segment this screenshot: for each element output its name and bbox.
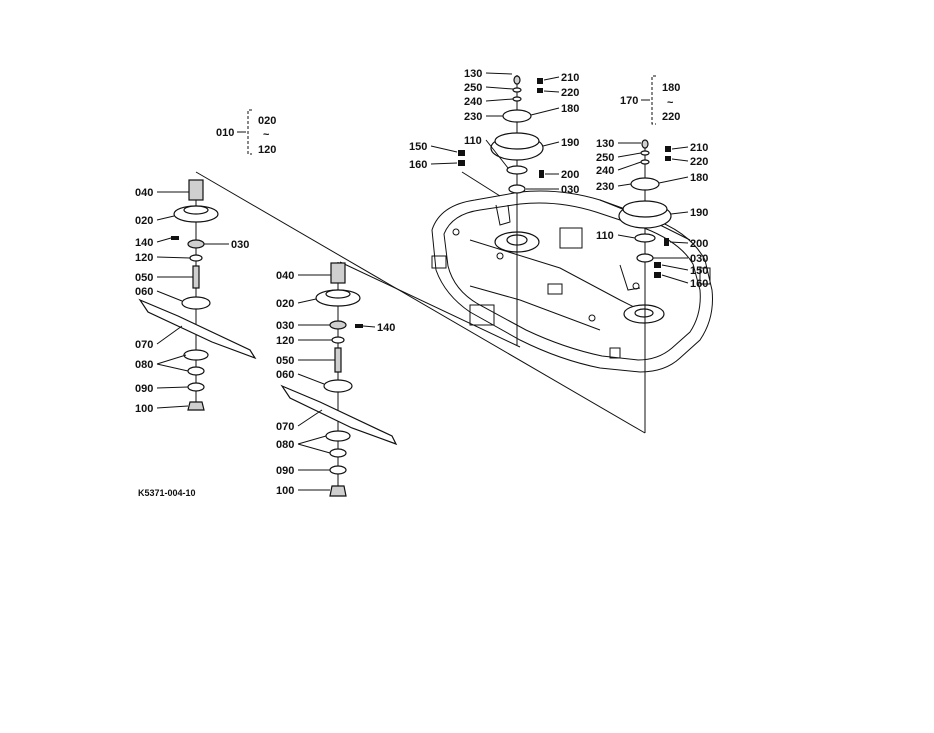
- callout-160: 160: [409, 159, 427, 171]
- pulley-assembly-right: [618, 139, 672, 278]
- callout-060: 060: [276, 369, 294, 381]
- callouts-spindle-center: 040 020 030 140 120 050 060 070 080 090 …: [276, 270, 395, 497]
- callout-020: 020: [276, 298, 294, 310]
- callout-130: 130: [596, 138, 614, 150]
- callout-160: 160: [690, 278, 708, 290]
- callout-030: 030: [561, 184, 579, 196]
- callout-030: 030: [276, 320, 294, 332]
- callout-090: 090: [276, 465, 294, 477]
- callout-120: 120: [135, 252, 153, 264]
- group-to-120: 120: [258, 144, 276, 156]
- callouts-pulley-right: 130 250 240 230 210 220 180 190 110 200 …: [596, 138, 708, 290]
- callout-040: 040: [135, 187, 153, 199]
- callout-180: 180: [690, 172, 708, 184]
- callout-220: 220: [690, 156, 708, 168]
- group-to-220: 220: [662, 111, 680, 123]
- callout-030: 030: [690, 253, 708, 265]
- callout-100: 100: [135, 403, 153, 415]
- callout-240: 240: [464, 96, 482, 108]
- callout-140: 140: [377, 322, 395, 334]
- callouts-pulley-center: 130 250 240 230 210 220 180 190 110 150 …: [409, 68, 579, 196]
- callout-180: 180: [561, 103, 579, 115]
- callout-210: 210: [690, 142, 708, 154]
- drawing-code: K5371-004-10: [138, 488, 196, 498]
- group-from-020: 020: [258, 115, 276, 127]
- callout-090: 090: [135, 383, 153, 395]
- callout-230: 230: [596, 181, 614, 193]
- callout-220: 220: [561, 87, 579, 99]
- callout-070: 070: [135, 339, 153, 351]
- callout-050: 050: [276, 355, 294, 367]
- callout-100: 100: [276, 485, 294, 497]
- callout-060: 060: [135, 286, 153, 298]
- callout-140: 140: [135, 237, 153, 249]
- group-label-170: 170: [620, 95, 638, 107]
- group-tilde: ~: [667, 97, 674, 109]
- callout-200: 200: [690, 238, 708, 250]
- callout-030: 030: [231, 239, 249, 251]
- callout-120: 120: [276, 335, 294, 347]
- callout-070: 070: [276, 421, 294, 433]
- callout-150: 150: [690, 265, 708, 277]
- group-tilde: ~: [263, 129, 270, 141]
- callout-130: 130: [464, 68, 482, 80]
- group-bracket-170: 170 180 ~ 220: [620, 75, 680, 125]
- pulley-assembly-center: [458, 75, 544, 194]
- group-from-180: 180: [662, 82, 680, 94]
- spindle-assembly-left: [138, 179, 257, 411]
- callout-080: 080: [276, 439, 294, 451]
- callout-230: 230: [464, 111, 482, 123]
- callouts-spindle-left: 040 020 140 030 120 050 060 070 080 090 …: [135, 187, 249, 415]
- callout-110: 110: [464, 135, 482, 147]
- group-bracket-010: 010 020 ~ 120: [216, 109, 276, 156]
- callout-190: 190: [690, 207, 708, 219]
- callout-210: 210: [561, 72, 579, 84]
- callout-250: 250: [596, 152, 614, 164]
- callout-110: 110: [596, 230, 614, 242]
- callout-200: 200: [561, 169, 579, 181]
- group-label-010: 010: [216, 127, 234, 139]
- callout-190: 190: [561, 137, 579, 149]
- callout-250: 250: [464, 82, 482, 94]
- callout-080: 080: [135, 359, 153, 371]
- callout-050: 050: [135, 272, 153, 284]
- spindle-assembly-center: [280, 262, 398, 497]
- callout-040: 040: [276, 270, 294, 282]
- callout-150: 150: [409, 141, 427, 153]
- mower-deck: [431, 190, 713, 373]
- callout-240: 240: [596, 165, 614, 177]
- callout-020: 020: [135, 215, 153, 227]
